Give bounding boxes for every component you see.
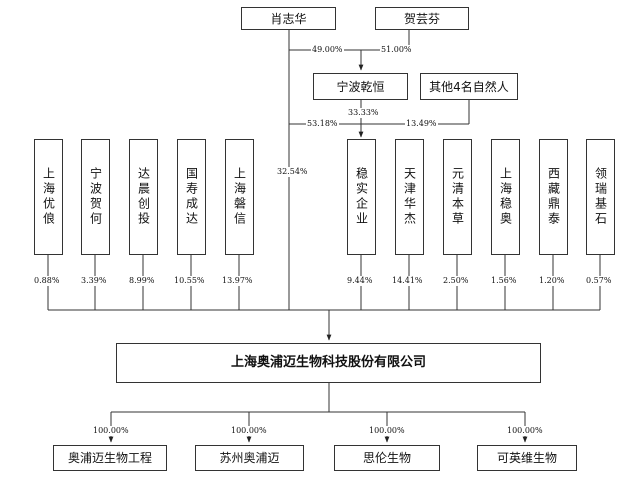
shareholder-name: 国寿成达	[184, 167, 199, 227]
shareholder-name: 天津华杰	[402, 167, 417, 227]
shareholder-name: 稳实企业	[354, 167, 369, 227]
shareholder-pct: 9.44%	[346, 276, 374, 286]
person-xiao-box: 肖志华	[241, 7, 336, 30]
shareholder-name: 上海稳奥	[498, 167, 513, 227]
shareholder-pct: 1.56%	[490, 276, 518, 286]
shareholder-name: 宁波贺何	[88, 167, 103, 227]
edge-xiao-wenshi-pct: 53.18%	[306, 119, 339, 129]
other-persons-label: 其他4名自然人	[429, 79, 509, 94]
subsidiary-name: 苏州奥浦迈	[219, 451, 280, 465]
subsidiary-box: 奥浦迈生物工程	[53, 445, 167, 471]
person-he-box: 贺芸芬	[375, 7, 469, 30]
shareholder-pct: 14.41%	[391, 276, 424, 286]
shareholder-box: 上海稳奥	[491, 139, 520, 255]
shareholder-box: 上海优俍	[34, 139, 63, 255]
shareholder-pct: 3.39%	[80, 276, 108, 286]
shareholder-pct: 13.97%	[221, 276, 254, 286]
shareholder-name: 领瑞基石	[593, 167, 608, 227]
shareholder-box: 西藏鼎泰	[539, 139, 568, 255]
subsidiary-pct: 100.00%	[368, 426, 406, 436]
ningbo-qianheng-box: 宁波乾恒	[313, 73, 408, 100]
shareholder-box: 上海磐信	[225, 139, 254, 255]
shareholder-box: 国寿成达	[177, 139, 206, 255]
shareholder-pct: 1.20%	[538, 276, 566, 286]
edge-others-wenshi-pct: 13.49%	[405, 119, 438, 129]
subsidiary-box: 苏州奥浦迈	[195, 445, 304, 471]
edge-xiao-company-pct: 32.54%	[276, 167, 309, 177]
subsidiary-name: 思伦生物	[362, 451, 411, 465]
edge-xiao-qianheng-pct: 49.00%	[311, 45, 344, 55]
shareholder-pct: 2.50%	[442, 276, 470, 286]
shareholder-box: 元清本草	[443, 139, 472, 255]
person-he-label: 贺芸芬	[403, 11, 440, 26]
shareholder-box: 宁波贺何	[81, 139, 110, 255]
shareholder-pct: 0.88%	[33, 276, 61, 286]
edge-he-qianheng-pct: 51.00%	[380, 45, 413, 55]
subsidiary-box: 思伦生物	[334, 445, 440, 471]
shareholder-pct: 10.55%	[173, 276, 206, 286]
shareholder-box: 领瑞基石	[586, 139, 615, 255]
company-box: 上海奥浦迈生物科技股份有限公司	[116, 343, 541, 383]
shareholder-name: 上海优俍	[41, 167, 56, 227]
shareholder-pct: 8.99%	[128, 276, 156, 286]
subsidiary-pct: 100.00%	[230, 426, 268, 436]
shareholder-name: 达晨创投	[136, 167, 151, 227]
subsidiary-pct: 100.00%	[92, 426, 130, 436]
shareholder-name: 西藏鼎泰	[546, 167, 561, 227]
other-persons-box: 其他4名自然人	[420, 73, 518, 100]
subsidiary-pct: 100.00%	[506, 426, 544, 436]
company-name: 上海奥浦迈生物科技股份有限公司	[230, 355, 426, 370]
ningbo-qianheng-label: 宁波乾恒	[336, 79, 385, 94]
shareholder-box: 稳实企业	[347, 139, 376, 255]
subsidiary-box: 可英维生物	[477, 445, 577, 471]
shareholder-box: 天津华杰	[395, 139, 424, 255]
person-xiao-label: 肖志华	[270, 11, 307, 26]
edge-qianheng-wenshi-pct: 33.33%	[347, 108, 380, 118]
shareholder-box: 达晨创投	[129, 139, 158, 255]
subsidiary-name: 可英维生物	[496, 451, 557, 465]
subsidiary-name: 奥浦迈生物工程	[67, 451, 152, 465]
shareholder-pct: 0.57%	[585, 276, 613, 286]
shareholder-name: 上海磐信	[232, 167, 247, 227]
shareholder-name: 元清本草	[450, 167, 465, 227]
